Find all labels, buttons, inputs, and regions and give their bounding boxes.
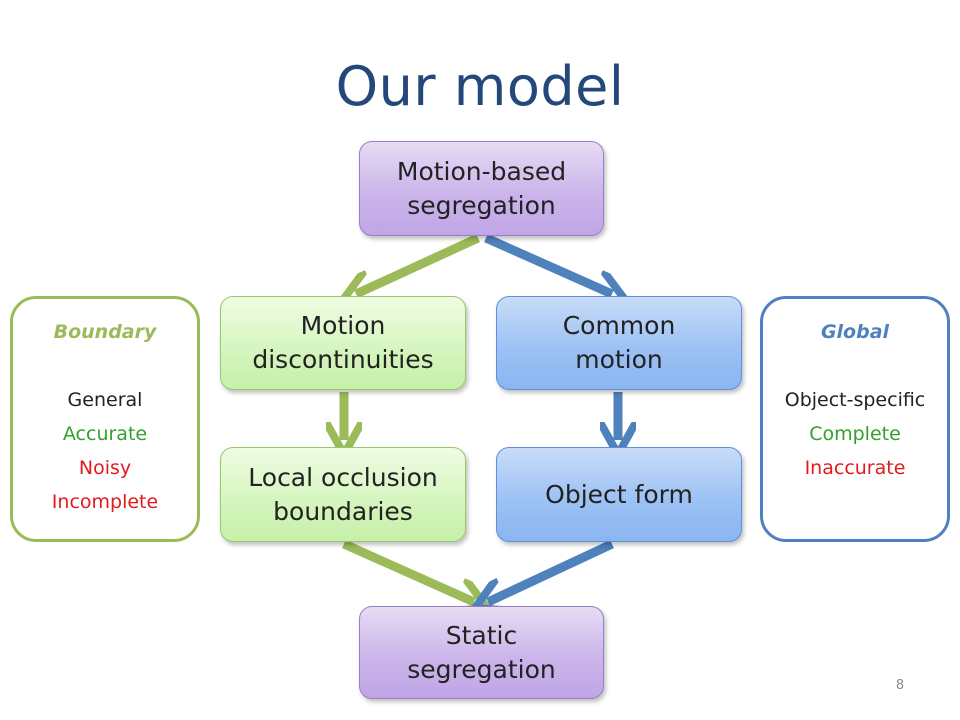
node-label: Local occlusion boundaries	[248, 462, 438, 526]
arrow-occlusion-to-static	[342, 539, 474, 602]
boundary-item: Noisy	[78, 457, 132, 479]
node-label: Common motion	[562, 311, 676, 374]
node-motion-based-segregation: Motion-based segregation	[359, 141, 604, 236]
node-label: Object form	[545, 479, 693, 509]
boundary-item: Accurate	[62, 423, 148, 445]
global-heading: Global	[820, 321, 890, 343]
boundary-item: General	[67, 389, 143, 411]
node-local-occlusion-boundaries: Local occlusion boundaries	[220, 447, 466, 542]
node-static-segregation: Static segregation	[359, 606, 604, 699]
global-item: Complete	[809, 423, 901, 445]
arrow-segregation-to-discontinuities	[356, 233, 480, 294]
arrow-object-form-to-static	[488, 539, 614, 602]
node-label: Motion-based segregation	[396, 156, 567, 220]
global-panel: Global Object-specific Complete Inaccura…	[760, 296, 950, 542]
global-item: Inaccurate	[804, 457, 906, 479]
boundary-heading: Boundary	[53, 321, 157, 343]
arrow-segregation-to-common-motion	[484, 233, 612, 294]
node-object-form: Object form	[496, 447, 742, 542]
node-label: Static segregation	[407, 620, 556, 684]
slide-title: Our model	[335, 55, 625, 118]
node-label: Motion discontinuities	[252, 311, 434, 374]
node-common-motion: Common motion	[496, 296, 742, 390]
boundary-item: Incomplete	[51, 491, 159, 513]
page-number: 8	[895, 678, 905, 693]
boundary-panel: Boundary General Accurate Noisy Incomple…	[10, 296, 200, 542]
global-item: Object-specific	[784, 389, 926, 411]
node-motion-discontinuities: Motion discontinuities	[220, 296, 466, 390]
